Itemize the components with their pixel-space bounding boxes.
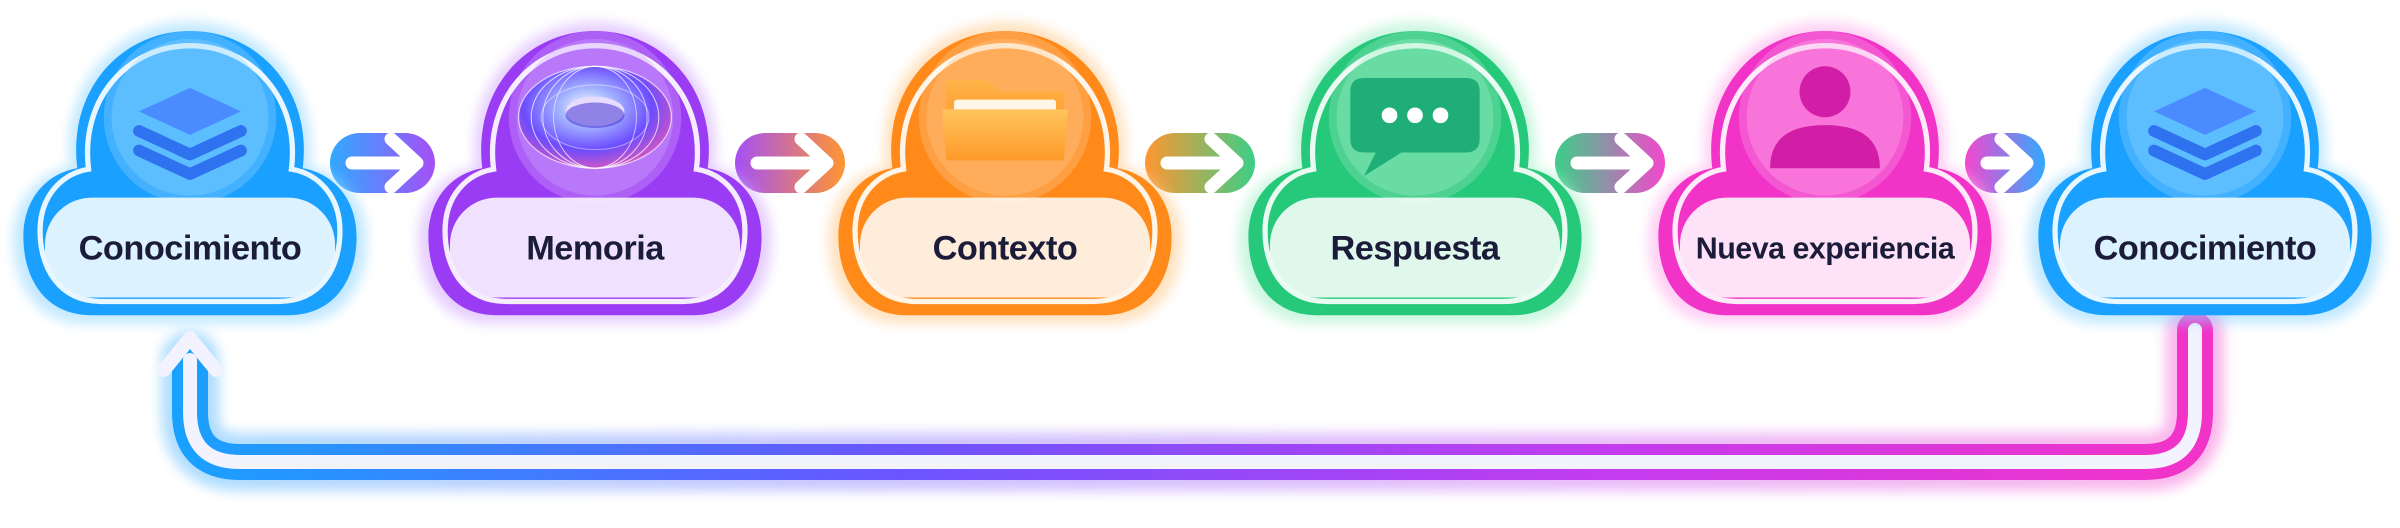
- node-label: Conocimiento: [2094, 230, 2317, 268]
- diagram-node: Conocimiento: [13, 22, 367, 324]
- feedback-loop: [157, 301, 2224, 491]
- connector-arrow: [735, 132, 845, 194]
- feedback-loop-glow: [161, 301, 2224, 491]
- node-label-pill: [2059, 197, 2351, 298]
- layers-stack-icon: [133, 87, 247, 180]
- node-label-pill: [44, 197, 336, 298]
- torus-memory-icon: [517, 65, 673, 169]
- diagram-node: Contexto: [828, 22, 1182, 324]
- node-label-pill: [449, 197, 741, 298]
- layers-stack-icon: [2148, 87, 2262, 180]
- chat-bubble-icon: [1350, 78, 1480, 177]
- diagram-node: Conocimiento: [2028, 22, 2382, 324]
- diagram-node: Nueva experiencia: [1648, 22, 2002, 324]
- node-label: Conocimiento: [79, 230, 302, 268]
- user-icon: [1770, 66, 1880, 169]
- feedback-loop-line: [183, 323, 2202, 469]
- node-label: Respuesta: [1330, 230, 1500, 268]
- node-label: Memoria: [526, 230, 665, 268]
- diagram-node: Memoria: [418, 22, 772, 324]
- node-label: Nueva experiencia: [1696, 232, 1956, 266]
- connector-arrow: [1965, 132, 2045, 194]
- connector-arrow: [1145, 132, 1255, 194]
- node-label: Contexto: [933, 230, 1078, 268]
- folder-icon: [942, 80, 1068, 161]
- nodes: Conocimiento Memoria Contexto Respuesta Nuev…: [13, 22, 2382, 324]
- connector-arrow: [1555, 132, 1665, 194]
- feedback-loop-arrowhead: [157, 331, 223, 377]
- node-label-pill: [1679, 197, 1971, 298]
- connector-arrow: [330, 132, 435, 194]
- diagram-node: Respuesta: [1238, 22, 1592, 324]
- node-label-pill: [859, 197, 1151, 298]
- connectors: [330, 132, 2045, 194]
- node-label-pill: [1269, 197, 1561, 298]
